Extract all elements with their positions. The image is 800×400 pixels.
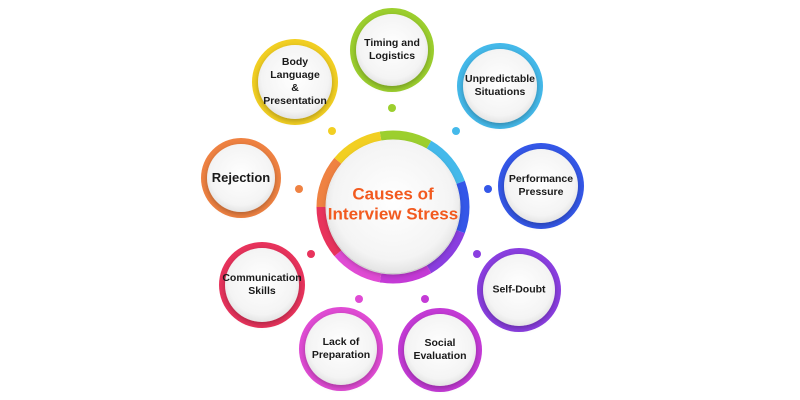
cause-label-rejection: Rejection: [211, 169, 271, 185]
center-ring: [316, 130, 470, 284]
cause-disc: [404, 314, 476, 386]
cause-node-unpredictable-situations: [457, 43, 543, 129]
cause-disc: [258, 45, 332, 119]
cause-node-self-doubt: [477, 248, 561, 332]
connector-dots: [295, 104, 492, 303]
cause-node-timing-and-logistics: [350, 8, 434, 92]
center-disc: [327, 141, 459, 273]
connector-dot: [388, 104, 396, 112]
cause-disc: [207, 144, 275, 212]
cause-label-performance-pressure: Performance Pressure: [508, 172, 574, 198]
cause-node-communication-skills: [219, 242, 305, 328]
cause-node-body-language-presentation: [252, 39, 338, 125]
cause-label-self-doubt: Self-Doubt: [492, 283, 546, 296]
connector-dot: [355, 295, 363, 303]
center-ring-segment: [379, 265, 432, 284]
cause-disc: [504, 149, 578, 223]
connector-dot: [473, 250, 481, 258]
cause-node-lack-of-preparation: [299, 307, 383, 391]
center-ring-segment: [426, 140, 465, 185]
connector-dot: [328, 127, 336, 135]
center-ring-segment: [334, 250, 382, 283]
center-ring-segment: [316, 157, 342, 208]
connector-dot: [484, 185, 492, 193]
cause-disc: [305, 313, 377, 385]
connector-dot: [421, 295, 429, 303]
center-ring-segment: [379, 130, 432, 149]
center-ring-segment: [456, 180, 470, 234]
cause-node-performance-pressure: [498, 143, 584, 229]
center-ring-segment: [316, 206, 342, 257]
connector-dot: [307, 250, 315, 258]
cause-label-social-evaluation: Social Evaluation: [413, 336, 467, 362]
cause-disc: [483, 254, 555, 326]
cause-label-unpredictable-situations: Unpredictable Situations: [464, 72, 535, 98]
connector-dot: [295, 185, 303, 193]
cause-disc: [356, 14, 428, 86]
cause-node-social-evaluation: [398, 308, 482, 392]
cause-label-lack-of-preparation: Lack of Preparation: [311, 335, 371, 361]
connector-dot: [452, 127, 460, 135]
cause-disc: [463, 49, 537, 123]
cause-label-timing-and-logistics: Timing and Logistics: [364, 36, 420, 62]
center-ring-segment: [334, 131, 382, 164]
center-ring-segment: [426, 229, 465, 274]
outer-rings: [201, 8, 584, 392]
cause-disc: [225, 248, 299, 322]
cause-label-communication-skills: Communication Skills: [222, 271, 302, 297]
cause-node-rejection: [201, 138, 281, 218]
cause-label-body-language-presentation: Body Language & Presentation: [263, 55, 327, 108]
center-title: Causes of Interview Stress: [327, 184, 459, 224]
